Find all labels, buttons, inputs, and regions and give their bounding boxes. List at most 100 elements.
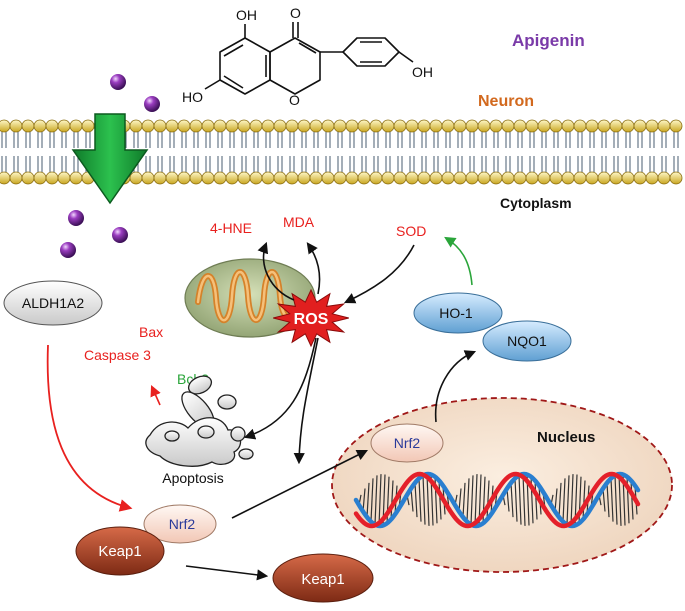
- lipid-head: [0, 171, 11, 185]
- caspase3-label: Caspase 3: [84, 347, 151, 363]
- hne-label: 4-HNE: [210, 220, 252, 236]
- apoptosis-to-caspase-arrow: [150, 384, 161, 406]
- lipid-head: [297, 171, 311, 185]
- ros-to-apoptosis-arrow: [243, 337, 317, 440]
- lipid-head: [141, 119, 155, 133]
- nrf2-complex-label: Nrf2: [169, 516, 196, 532]
- lipid-head: [417, 171, 431, 185]
- complex-to-nrf2-arrow: [231, 449, 369, 519]
- lipid-head: [165, 171, 179, 185]
- ros-label: ROS: [294, 311, 329, 328]
- lipid-head: [237, 119, 251, 133]
- lipid-head: [657, 171, 671, 185]
- atom-label-oh: OH: [236, 7, 257, 23]
- lipid-head: [225, 171, 239, 185]
- lipid-head: [357, 171, 371, 185]
- sod-to-ros-arrow: [343, 244, 415, 304]
- ho1-node: [413, 292, 503, 334]
- lipid-head: [609, 171, 623, 185]
- lipid-head: [429, 119, 443, 133]
- lipid-head: [477, 119, 491, 133]
- lipid-head: [453, 119, 467, 133]
- complex-to-keap1-arrow: [185, 565, 269, 581]
- lipid-head: [33, 171, 47, 185]
- lipid-head: [489, 119, 503, 133]
- lipid-head: [417, 119, 431, 133]
- nrf2-nucleus-node: [370, 423, 444, 463]
- lipid-head: [645, 171, 659, 185]
- lipid-head: [441, 119, 455, 133]
- apigenin-atom-labels: OH O HO O OH: [182, 5, 433, 108]
- lipid-head: [33, 119, 47, 133]
- purple-sphere-icon: [110, 74, 126, 90]
- lipid-head: [321, 119, 335, 133]
- atom-label-o-ring: O: [289, 92, 300, 108]
- lipid-head: [129, 171, 143, 185]
- lipid-head: [153, 171, 167, 185]
- lipid-head: [189, 119, 203, 133]
- atom-label-oh-right: OH: [412, 64, 433, 80]
- lipid-head: [645, 119, 659, 133]
- lipid-head: [573, 171, 587, 185]
- ros-to-mda-arrow: [306, 242, 321, 295]
- lipid-head: [633, 171, 647, 185]
- lipid-head: [669, 119, 683, 133]
- lipid-head: [561, 119, 575, 133]
- lipid-head: [585, 119, 599, 133]
- lipid-head: [525, 171, 539, 185]
- lipid-head: [333, 171, 347, 185]
- lipid-head: [621, 171, 635, 185]
- sod-label: SOD: [396, 223, 426, 239]
- lipid-head: [321, 171, 335, 185]
- lipid-head: [357, 119, 371, 133]
- lipid-head: [549, 119, 563, 133]
- lipid-head: [261, 171, 275, 185]
- lipid-head: [249, 119, 263, 133]
- keap1-free-node: [272, 553, 374, 603]
- apigenin-label: Apigenin: [512, 31, 585, 50]
- lipid-head: [9, 171, 23, 185]
- lipid-head: [165, 119, 179, 133]
- nrf2-complex-node: [143, 504, 217, 544]
- lipid-head: [201, 119, 215, 133]
- lipid-head: [9, 119, 23, 133]
- lipid-head: [597, 119, 611, 133]
- lipid-head: [129, 119, 143, 133]
- neuron-label: Neuron: [478, 93, 534, 110]
- lipid-head: [381, 171, 395, 185]
- lipid-head: [273, 171, 287, 185]
- lipid-head: [237, 171, 251, 185]
- nrf2-nucleus-label: Nrf2: [394, 435, 421, 451]
- atom-label-ho: HO: [182, 89, 203, 105]
- lipid-head: [669, 171, 683, 185]
- lipid-head: [81, 119, 95, 133]
- lipid-head: [561, 171, 575, 185]
- lipid-head: [393, 119, 407, 133]
- lipid-head: [261, 119, 275, 133]
- lipid-head: [345, 171, 359, 185]
- purple-sphere-icon: [60, 242, 76, 258]
- lipid-head: [525, 119, 539, 133]
- lipid-head: [477, 171, 491, 185]
- lipid-head: [141, 171, 155, 185]
- lipid-head: [273, 119, 287, 133]
- lipid-head: [0, 119, 11, 133]
- entry-arrow-icon: [71, 113, 149, 205]
- lipid-head: [189, 171, 203, 185]
- lipid-head: [393, 171, 407, 185]
- lipid-head: [177, 119, 191, 133]
- lipid-head: [465, 119, 479, 133]
- nqo1-node: [482, 320, 572, 362]
- lipid-head: [21, 171, 35, 185]
- lipid-head: [537, 171, 551, 185]
- lipid-head: [225, 119, 239, 133]
- apoptotic-bodies-icon: [145, 375, 254, 467]
- purple-sphere-icon: [144, 96, 160, 112]
- aldh-to-complex-arrow: [46, 344, 133, 512]
- lipid-head: [369, 119, 383, 133]
- lipid-head: [453, 171, 467, 185]
- lipid-head: [297, 119, 311, 133]
- apigenin-molecule-structure: [204, 22, 414, 95]
